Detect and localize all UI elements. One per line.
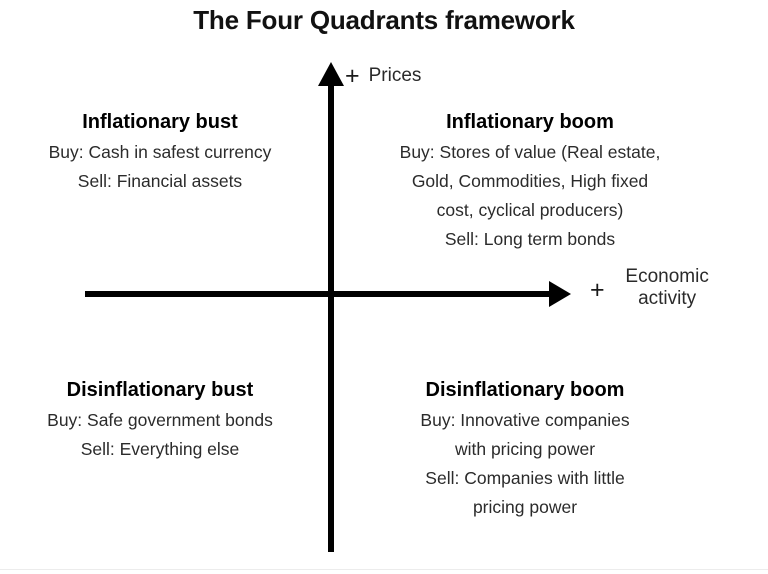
quadrant-line: Buy: Stores of value (Real estate, — [399, 142, 661, 162]
x-axis-label: + Economic activity — [590, 266, 720, 311]
page-title: The Four Quadrants framework — [193, 5, 575, 35]
quadrant-line: Buy: Safe government bonds — [47, 410, 273, 430]
quadrant-inflationary-boom: Inflationary boom Buy: Stores of value (… — [370, 112, 690, 254]
x-axis-arrowhead — [549, 281, 571, 307]
x-axis-label-text: Economic activity — [615, 266, 720, 311]
quadrant-line: Sell: Financial assets — [77, 170, 243, 191]
quadrant-disinflationary-bust: Disinflationary bust Buy: Safe governmen… — [15, 380, 305, 464]
quadrant-disinflationary-boom: Disinflationary boom Buy: Innovative com… — [380, 380, 670, 522]
quadrant-line: Sell: Everything else — [80, 438, 240, 459]
quadrant-line: Sell: Long term bonds — [444, 228, 616, 249]
x-axis-label-line-1: Economic — [625, 266, 709, 287]
quadrant-line: with pricing power — [454, 438, 596, 459]
quadrant-line: pricing power — [472, 496, 578, 517]
quadrant-line: Sell: Companies with little — [425, 467, 625, 488]
quadrant-line: Gold, Commodities, High fixed — [411, 170, 649, 191]
y-axis-plus-icon: + — [345, 62, 360, 90]
quadrant-heading: Inflationary bust — [82, 111, 238, 133]
quadrant-heading: Disinflationary bust — [66, 379, 254, 401]
x-axis-label-line-2: activity — [638, 288, 697, 310]
quadrant-heading: Disinflationary boom — [425, 379, 625, 401]
quadrant-heading: Inflationary boom — [446, 111, 614, 133]
x-axis-plus-icon: + — [590, 276, 605, 304]
quadrant-inflationary-bust: Inflationary bust Buy: Cash in safest cu… — [15, 112, 305, 196]
quadrant-line: Buy: Innovative companies — [420, 410, 630, 430]
y-axis-label-text: Prices — [368, 65, 422, 87]
bottom-divider — [0, 569, 768, 570]
y-axis-arrowhead — [318, 62, 344, 86]
quadrant-line: Buy: Cash in safest currency — [48, 142, 272, 162]
y-axis-label: + Prices — [345, 64, 421, 89]
quadrant-line: cost, cyclical producers) — [436, 199, 624, 220]
